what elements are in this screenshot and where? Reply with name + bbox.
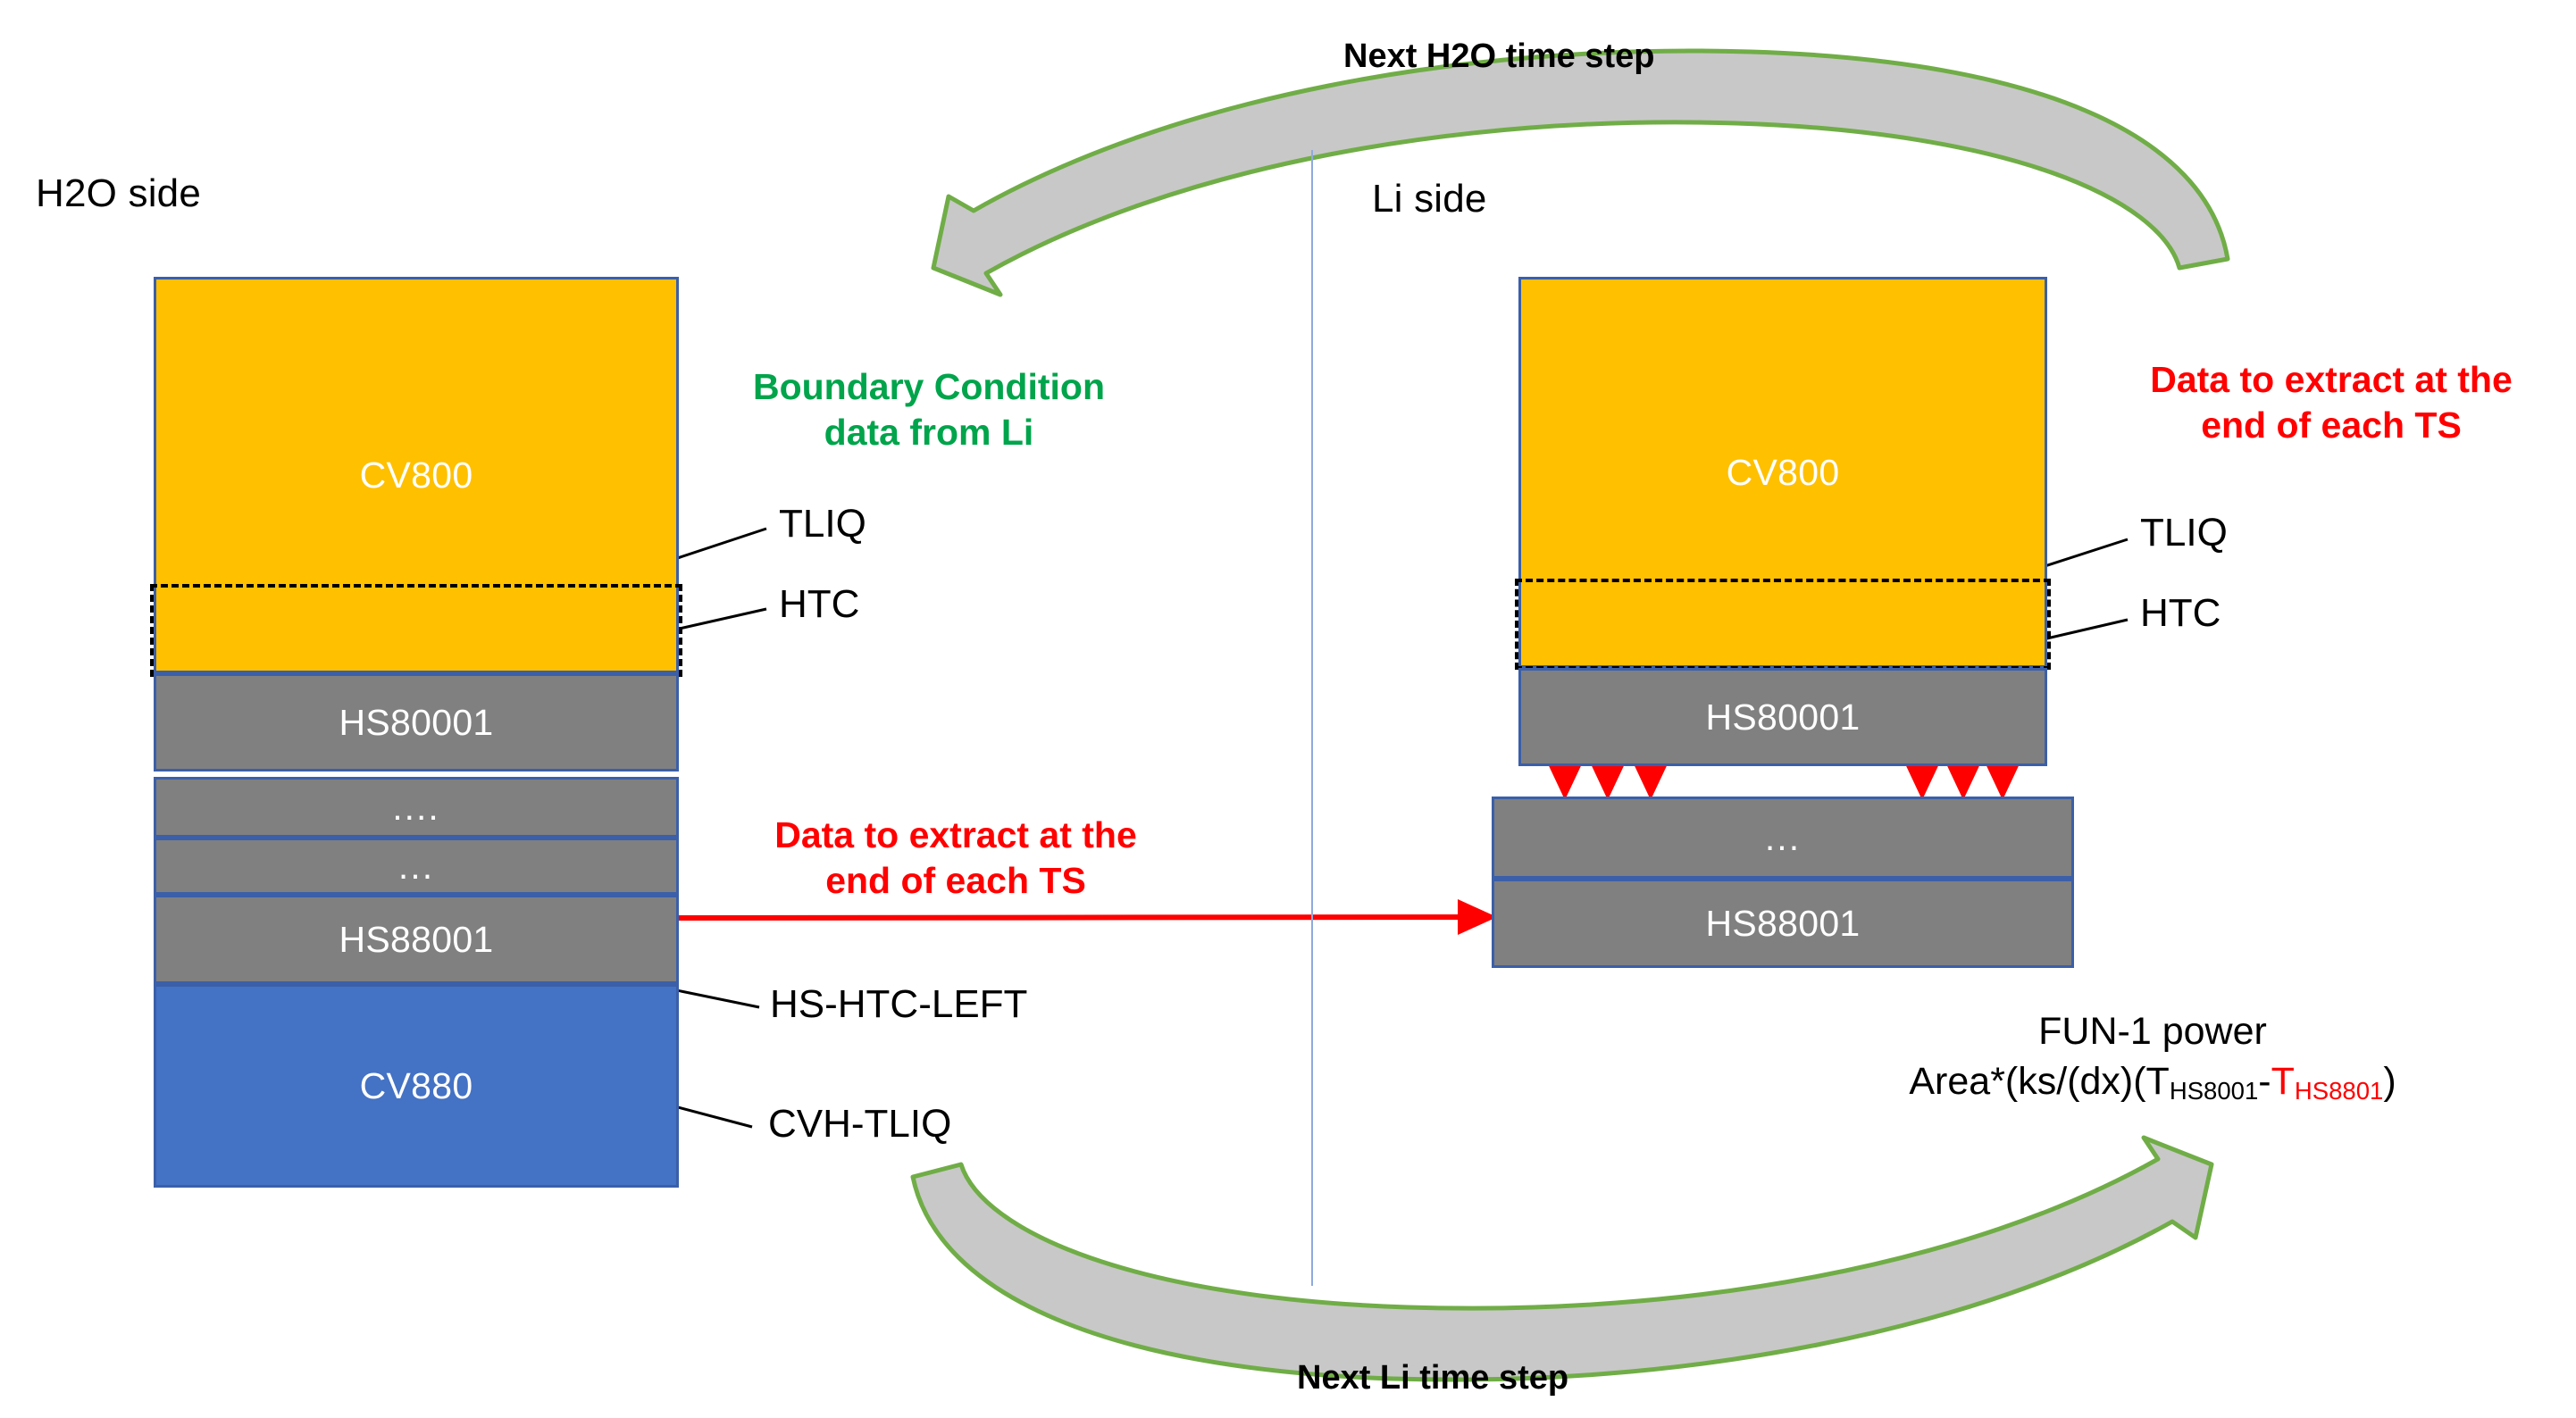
note-boundary-condition: Boundary Condition data from Li <box>706 364 1152 456</box>
block-dots3-left[interactable]: ... <box>154 838 679 895</box>
note-line-2: data from Li <box>824 412 1034 454</box>
block-label: HS80001 <box>1705 696 1861 738</box>
block-label: HS88001 <box>1705 902 1861 944</box>
formula-sub-2-red: HS8801 <box>2294 1076 2384 1105</box>
block-cv800-right[interactable]: CV800 <box>1518 277 2047 668</box>
h2o-stack: CV800 HS80001 .... ... HS88001 CV880 <box>150 277 682 1188</box>
block-hs80001-left[interactable]: HS80001 <box>154 673 679 772</box>
block-label: HS88001 <box>339 918 494 960</box>
note-line-2: end of each TS <box>2201 405 2462 446</box>
note-line-2: end of each TS <box>825 860 1086 902</box>
boundary-band-right <box>1515 579 2051 670</box>
block-label: CV800 <box>1726 451 1840 493</box>
formula-expression: Area*(ks/(dx)(THS8001-THS8801) <box>1813 1057 2492 1107</box>
block-hs88001-left[interactable]: HS88001 <box>154 895 679 984</box>
block-label: CV800 <box>359 454 473 496</box>
loop-caption-top: Next H2O time step <box>1343 38 1655 75</box>
formula-t-red: T <box>2271 1059 2295 1103</box>
block-label: ... <box>397 845 435 887</box>
formula-sub-1: HS8001 <box>2169 1076 2259 1105</box>
curved-arrow-left-icon <box>931 48 2230 297</box>
note-line-1: Data to extract at the <box>2150 359 2513 400</box>
block-dots4-left[interactable]: .... <box>154 777 679 838</box>
note-extract-right: Data to extract at the end of each TS <box>2090 357 2572 449</box>
block-label: ... <box>1764 816 1802 858</box>
formula-prefix: Area*(ks/(dx)(T <box>1909 1059 2170 1103</box>
callout-htc-right: HTC <box>2140 591 2221 635</box>
block-cv800-left[interactable]: CV800 <box>154 277 679 673</box>
block-dots3-right[interactable]: ... <box>1492 797 2074 879</box>
note-line-1: Data to extract at the <box>774 814 1137 855</box>
block-hs88001-right[interactable]: HS88001 <box>1492 879 2074 968</box>
block-cv880-left[interactable]: CV880 <box>154 984 679 1188</box>
boundary-band-left <box>150 584 682 677</box>
red-transfer-arrow-icon <box>678 899 1497 935</box>
curved-arrow-right-icon <box>910 1135 2214 1382</box>
block-label: HS80001 <box>339 701 494 743</box>
formula-suffix: ) <box>2383 1059 2396 1103</box>
fun1-power-formula: FUN-1 power Area*(ks/(dx)(THS8001-THS880… <box>1813 1007 2492 1107</box>
li-stack: CV800 HS80001 ... HS88001 <box>1492 277 2074 968</box>
formula-title: FUN-1 power <box>2038 1010 2267 1053</box>
block-label: CV880 <box>359 1064 473 1106</box>
callout-tliq-right: TLIQ <box>2140 511 2228 555</box>
formula-minus: - <box>2258 1059 2271 1103</box>
callout-cvh-tliq-left: CVH-TLIQ <box>768 1102 952 1146</box>
callout-hs-htc-left: HS-HTC-LEFT <box>770 982 1028 1026</box>
callout-tliq-left: TLIQ <box>779 502 866 546</box>
block-hs80001-right[interactable]: HS80001 <box>1518 668 2047 766</box>
note-extract-left: Data to extract at the end of each TS <box>715 813 1197 905</box>
side-divider <box>1311 150 1313 1286</box>
loop-caption-bottom: Next Li time step <box>1297 1359 1569 1397</box>
page-title-h2o-side: H2O side <box>36 171 202 215</box>
block-label: .... <box>392 786 440 828</box>
callout-htc-left: HTC <box>779 582 860 626</box>
note-line-1: Boundary Condition <box>752 366 1105 407</box>
page-title-li-side: Li side <box>1372 177 1487 221</box>
